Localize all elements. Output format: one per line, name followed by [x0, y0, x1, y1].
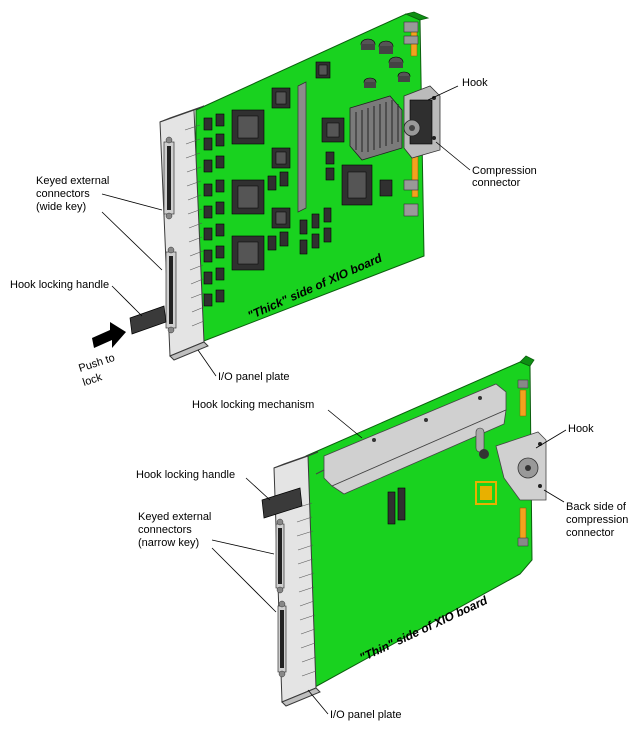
- bottom-hook-locking-handle: [261, 487, 303, 519]
- thin-side-board: [261, 355, 547, 707]
- bottom-hook-locking-handle-label: Hook locking handle: [136, 469, 235, 481]
- bottom-io-panel-plate-label: I/O panel plate: [330, 709, 402, 721]
- top-io-panel-plate: [159, 105, 209, 361]
- keyed-wide-label-2: connectors: [36, 188, 90, 200]
- bottom-small-chip-2: [397, 487, 406, 521]
- top-edge-connectors: [403, 21, 419, 217]
- bottom-small-chip-1: [387, 491, 396, 525]
- compression-connector-label-1: Compression: [472, 165, 537, 177]
- keyed-wide-label-3: (wide key): [36, 201, 86, 213]
- thick-side-board: [92, 11, 441, 361]
- back-side-compression-label-2: compression: [566, 514, 628, 526]
- compression-connector-label-2: connector: [472, 177, 521, 189]
- bottom-gold-contacts-1: [519, 389, 527, 417]
- top-heatsink: [349, 95, 403, 161]
- top-hook-locking-handle-label: Hook locking handle: [10, 279, 109, 291]
- push-arrow: [92, 322, 126, 348]
- keyed-narrow-label-1: Keyed external: [138, 511, 211, 523]
- top-gold-contacts-2: [411, 154, 419, 198]
- keyed-narrow-label-3: (narrow key): [138, 537, 199, 549]
- top-long-connector: [297, 81, 307, 213]
- push-to-lock-label-2: lock: [81, 371, 104, 389]
- top-hook-locking-handle: [129, 305, 167, 335]
- keyed-narrow-label-2: connectors: [138, 524, 192, 536]
- back-side-compression-label-1: Back side of: [566, 501, 627, 513]
- top-io-panel-plate-label: I/O panel plate: [218, 371, 290, 383]
- hook-locking-mechanism-label: Hook locking mechanism: [192, 399, 314, 411]
- top-capacitors: [360, 38, 411, 88]
- bottom-io-panel-plate: [273, 451, 321, 707]
- top-compression-connector: [403, 85, 441, 159]
- top-small-chips: [203, 113, 335, 307]
- top-asic-chips: [231, 87, 393, 271]
- back-side-compression-label-3: connector: [566, 527, 615, 539]
- hook-locking-mechanism: [315, 383, 507, 495]
- top-hook-label: Hook: [462, 77, 488, 89]
- keyed-wide-label-1: Keyed external: [36, 175, 109, 187]
- bottom-hook: [495, 431, 547, 501]
- bga-footprint: [475, 481, 497, 505]
- bottom-hook-label: Hook: [568, 423, 594, 435]
